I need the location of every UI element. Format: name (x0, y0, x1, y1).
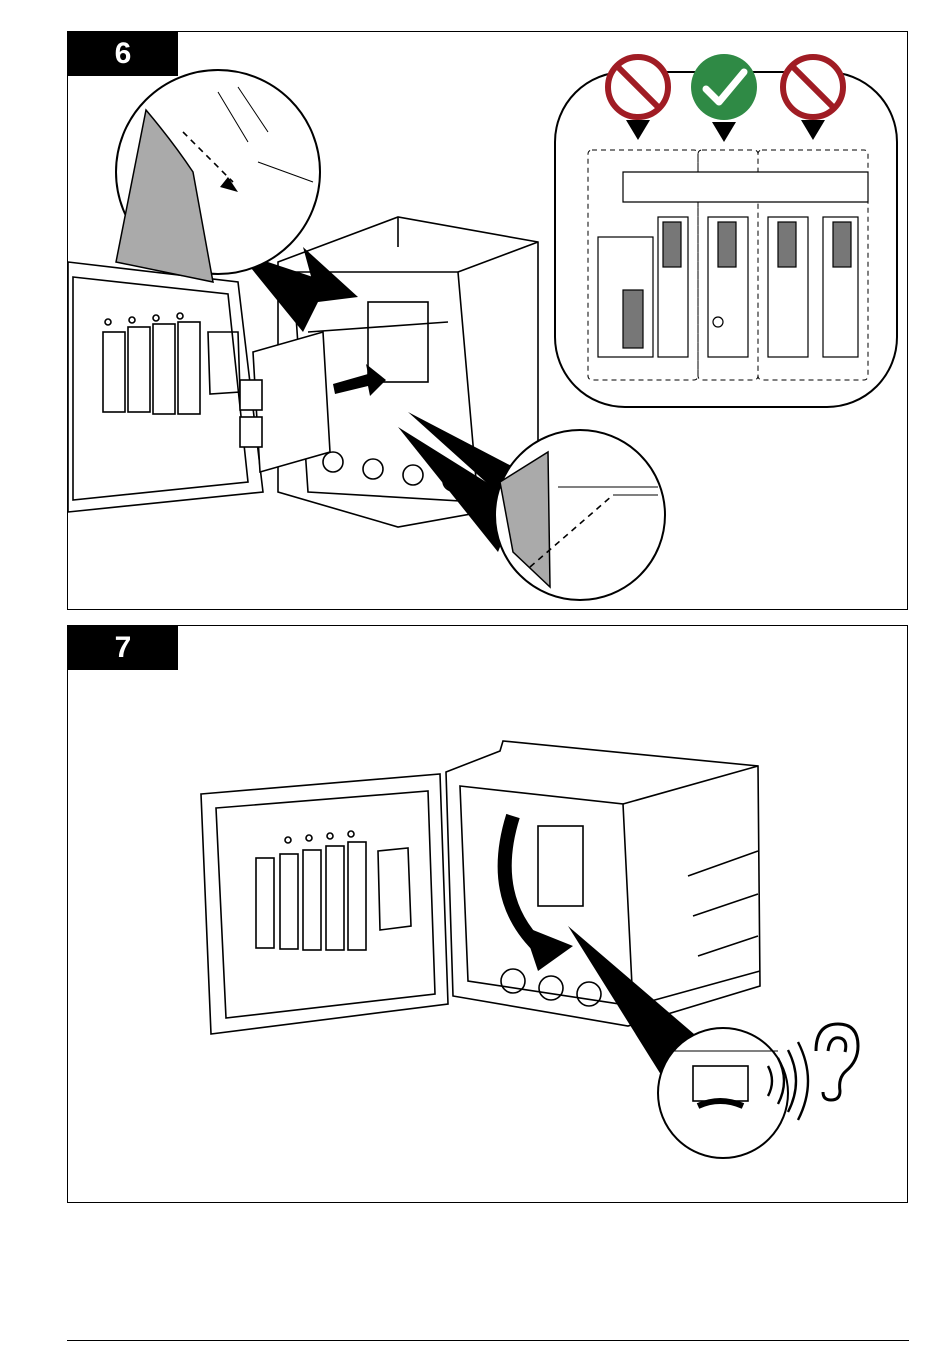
enclosure-door (68, 262, 263, 512)
step-6-panel: 6 (67, 31, 908, 610)
ear-icon (816, 1024, 858, 1100)
step-7-illustration (68, 626, 908, 1203)
enclosure-body (446, 741, 760, 1026)
step-number-badge: 7 (68, 626, 178, 670)
footer-rule (67, 1340, 909, 1341)
enclosure-door (201, 774, 448, 1034)
step-7-panel: 7 (67, 625, 908, 1203)
step-number-badge: 6 (68, 32, 178, 76)
step-6-illustration (68, 32, 908, 610)
